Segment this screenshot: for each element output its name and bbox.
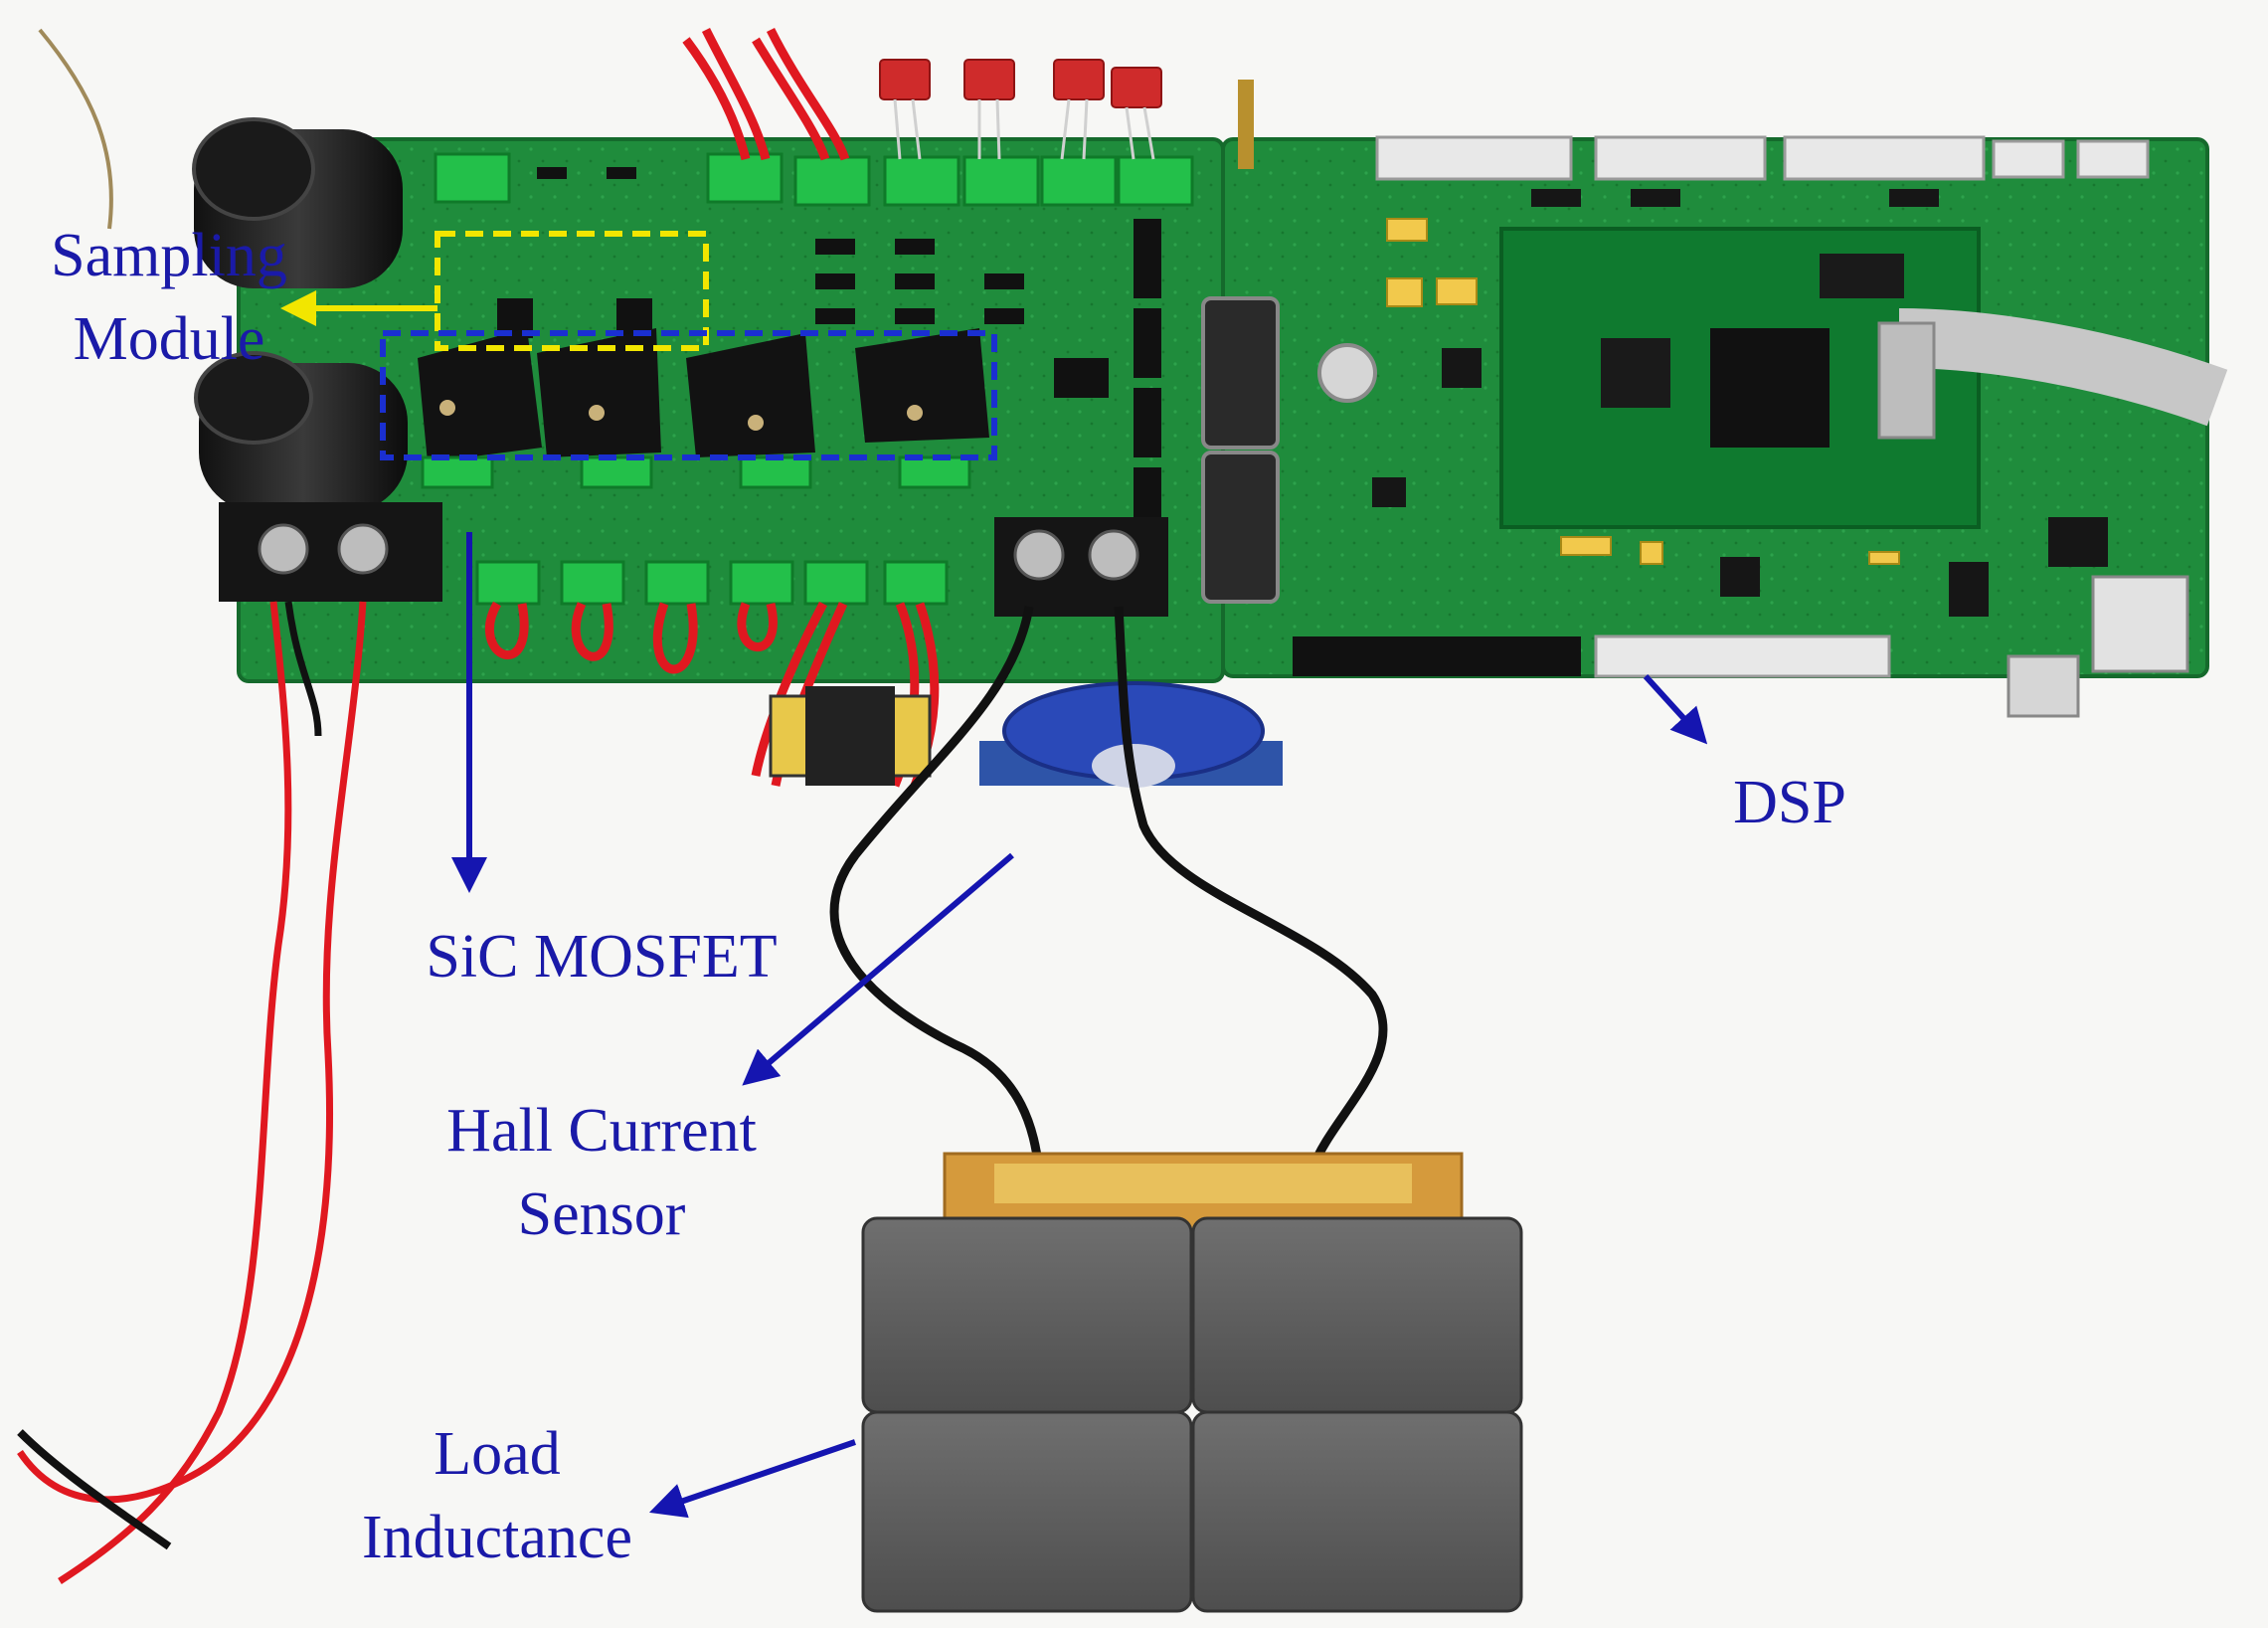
- hall-sensor-arrow: [742, 852, 1014, 1086]
- power-terminal-right: [994, 517, 1168, 617]
- mosfet-heatsinks: [418, 328, 989, 462]
- label-load-inductance: Load Inductance: [328, 1412, 666, 1579]
- black-wire-1: [829, 606, 1044, 1170]
- black-wire-2: [1114, 606, 1388, 1171]
- label-load-inductance-line1: Load: [434, 1420, 561, 1488]
- label-sic-mosfet: SiC MOSFET: [426, 923, 778, 991]
- label-sampling-module-line2: Module: [73, 305, 265, 373]
- label-sampling-module: Sampling Module: [30, 214, 308, 381]
- transformer: [769, 686, 932, 786]
- sic-mosfet-highlight-box: [380, 330, 997, 460]
- load-inductance-arrow: [648, 1439, 856, 1519]
- label-load-inductance-line2: Inductance: [362, 1504, 632, 1571]
- electrolytic-capacitors: [192, 117, 408, 512]
- dsp-chip: [1710, 328, 1830, 448]
- red-power-wire: [58, 601, 292, 1584]
- load-inductance: [861, 1152, 1523, 1613]
- ethernet-port: [2091, 575, 2189, 673]
- black-header: [1293, 636, 1581, 676]
- label-dsp: DSP: [1733, 769, 1846, 836]
- label-sampling-module-line1: Sampling: [51, 222, 287, 289]
- label-hall-current-sensor-line2: Sensor: [517, 1180, 686, 1248]
- sampling-module-highlight-box: [435, 231, 709, 351]
- dsp-board: [1201, 80, 2228, 718]
- power-terminal-left: [219, 502, 442, 602]
- dsp-arrow: [1643, 673, 1708, 745]
- thin-wire: [38, 28, 113, 230]
- usb-port: [2006, 654, 2080, 718]
- label-hall-current-sensor-line1: Hall Current: [446, 1097, 757, 1165]
- label-hall-current-sensor: Hall Current Sensor: [398, 1089, 805, 1256]
- power-board: [192, 27, 1225, 788]
